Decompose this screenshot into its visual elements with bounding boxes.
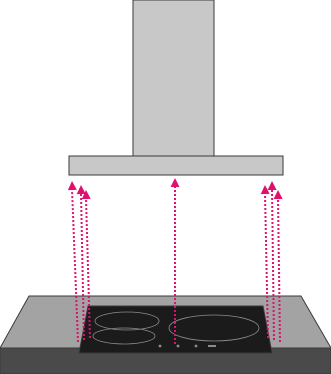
cooking-zone-back-left <box>94 311 160 331</box>
airflow-arrow-shaft <box>264 192 269 339</box>
cooking-zones <box>92 311 260 345</box>
cooktop-controls <box>158 344 216 348</box>
airflow-arrow-head-icon <box>267 181 277 191</box>
airflow-arrow-head-icon <box>81 190 91 200</box>
airflow-arrow-shaft <box>277 197 281 343</box>
airflow-arrow-head-icon <box>273 190 283 200</box>
airflow-arrow-head-icon <box>76 185 86 195</box>
cooktop-control <box>208 345 216 347</box>
cooking-zone-front-left <box>92 327 156 345</box>
airflow-arrows <box>67 178 283 344</box>
airflow-arrow-head-icon <box>260 185 270 195</box>
hood-chimney <box>132 0 215 157</box>
cooktop-control <box>194 344 198 348</box>
cooktop-control <box>158 344 162 348</box>
airflow-arrow-shaft <box>271 188 275 341</box>
cooktop-control <box>176 344 180 348</box>
airflow-arrow-head-icon <box>67 181 77 191</box>
airflow-arrow-head-icon <box>170 178 180 187</box>
hood-canopy <box>68 155 284 176</box>
airflow-arrow-shaft <box>85 197 91 339</box>
airflow-arrow-shaft <box>71 188 79 343</box>
cooktop <box>78 305 273 354</box>
airflow-arrow-shaft <box>80 192 85 341</box>
cooking-zone-right <box>168 314 260 342</box>
